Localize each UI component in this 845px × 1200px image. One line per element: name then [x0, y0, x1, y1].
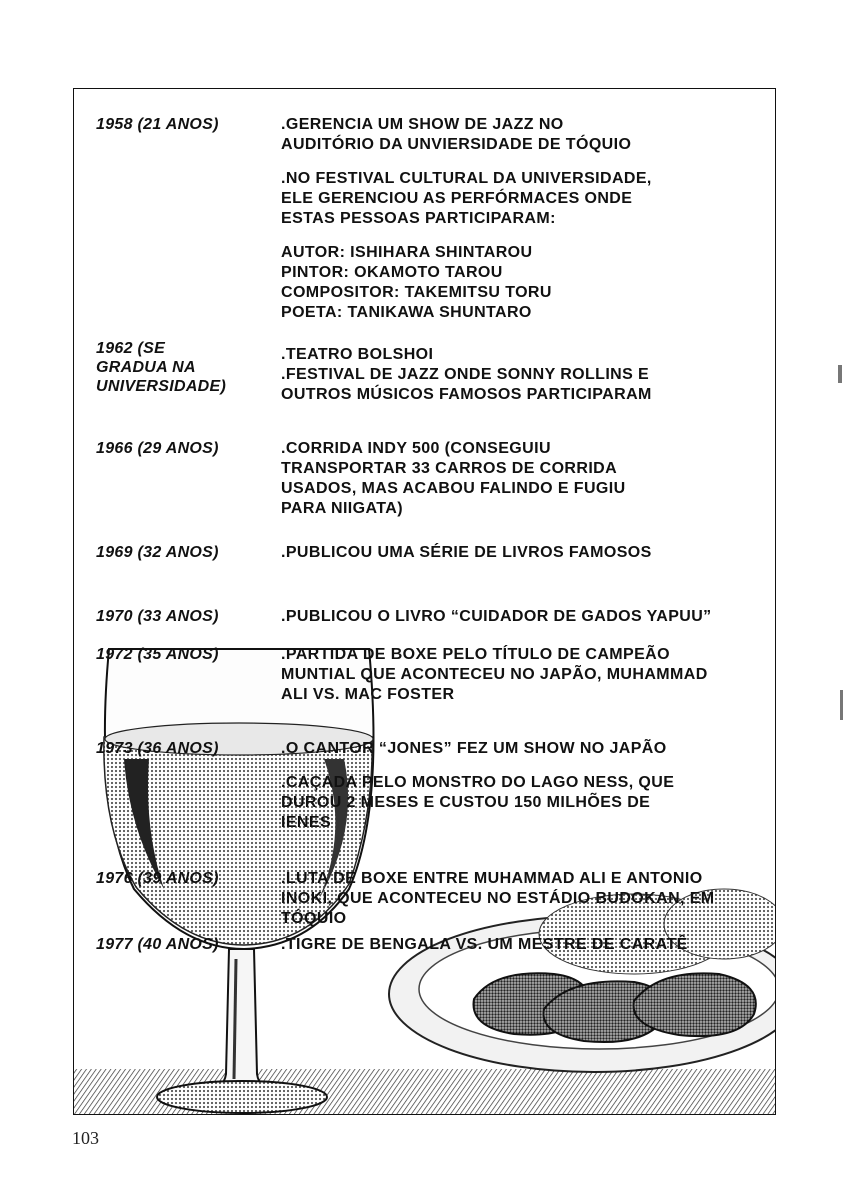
- event-text: .PUBLICOU UMA SÉRIE DE LIVROS FAMOSOS: [281, 544, 652, 561]
- event-text: .PUBLICOU O LIVRO “CUIDADOR DE GADOS YAP…: [281, 608, 712, 625]
- year-label: 1976 (39 ANOS): [96, 870, 219, 887]
- event-list: .CORRIDA INDY 500 (CONSEGUIU TRANSPORTAR…: [281, 439, 761, 533]
- wine-glass-and-steak-illustration: [74, 648, 775, 1114]
- event-text: .O CANTOR “JONES” FEZ UM SHOW NO JAPÃO: [281, 740, 667, 757]
- year-label: 1972 (35 ANOS): [96, 646, 219, 663]
- event-list: .GERENCIA UM SHOW DE JAZZ NO AUDITÓRIO D…: [281, 115, 761, 337]
- page-number: 103: [72, 1128, 99, 1148]
- event-list: .PUBLICOU UMA SÉRIE DE LIVROS FAMOSOS: [281, 543, 761, 577]
- manga-panel: 1958 (21 ANOS) .GERENCIA UM SHOW DE JAZZ…: [73, 88, 776, 1115]
- scan-edge-mark: [840, 690, 843, 720]
- year-label: 1970 (33 ANOS): [96, 608, 219, 625]
- year-label: 1958 (21 ANOS): [96, 116, 219, 133]
- year-label: 1966 (29 ANOS): [96, 440, 219, 457]
- event-list: .PUBLICOU O LIVRO “CUIDADOR DE GADOS YAP…: [281, 607, 761, 641]
- event-list: .O CANTOR “JONES” FEZ UM SHOW NO JAPÃO .…: [281, 739, 761, 847]
- year-label: 1962 (SE GRADUA NA UNIVERSIDADE): [96, 340, 227, 395]
- event-list: .LUTA DE BOXE ENTRE MUHAMMAD ALI E ANTON…: [281, 869, 761, 943]
- event-text: .CAÇADA PELO MONSTRO DO LAGO NESS, QUE D…: [281, 774, 675, 831]
- event-text: .TIGRE DE BENGALA VS. UM MESTRE DE CARAT…: [281, 936, 688, 953]
- participants-list: AUTOR: ISHIHARA SHINTAROU PINTOR: OKAMOT…: [281, 244, 552, 321]
- event-list: .TIGRE DE BENGALA VS. UM MESTRE DE CARAT…: [281, 935, 761, 969]
- event-text: .GERENCIA UM SHOW DE JAZZ NO AUDITÓRIO D…: [281, 116, 632, 153]
- event-text: .CORRIDA INDY 500 (CONSEGUIU TRANSPORTAR…: [281, 440, 626, 517]
- event-text: .PARTIDA DE BOXE PELO TÍTULO DE CAMPEÃO …: [281, 646, 708, 703]
- event-list: .PARTIDA DE BOXE PELO TÍTULO DE CAMPEÃO …: [281, 645, 761, 719]
- year-label: 1977 (40 ANOS): [96, 936, 219, 953]
- event-text: .LUTA DE BOXE ENTRE MUHAMMAD ALI E ANTON…: [281, 870, 715, 927]
- year-label: 1969 (32 ANOS): [96, 544, 219, 561]
- scan-edge-mark: [838, 365, 842, 383]
- event-list: .TEATRO BOLSHOI .FESTIVAL DE JAZZ ONDE S…: [281, 345, 761, 419]
- event-text: .NO FESTIVAL CULTURAL DA UNIVERSIDADE, E…: [281, 170, 652, 227]
- event-text: .TEATRO BOLSHOI .FESTIVAL DE JAZZ ONDE S…: [281, 346, 652, 403]
- year-label: 1973 (36 ANOS): [96, 740, 219, 757]
